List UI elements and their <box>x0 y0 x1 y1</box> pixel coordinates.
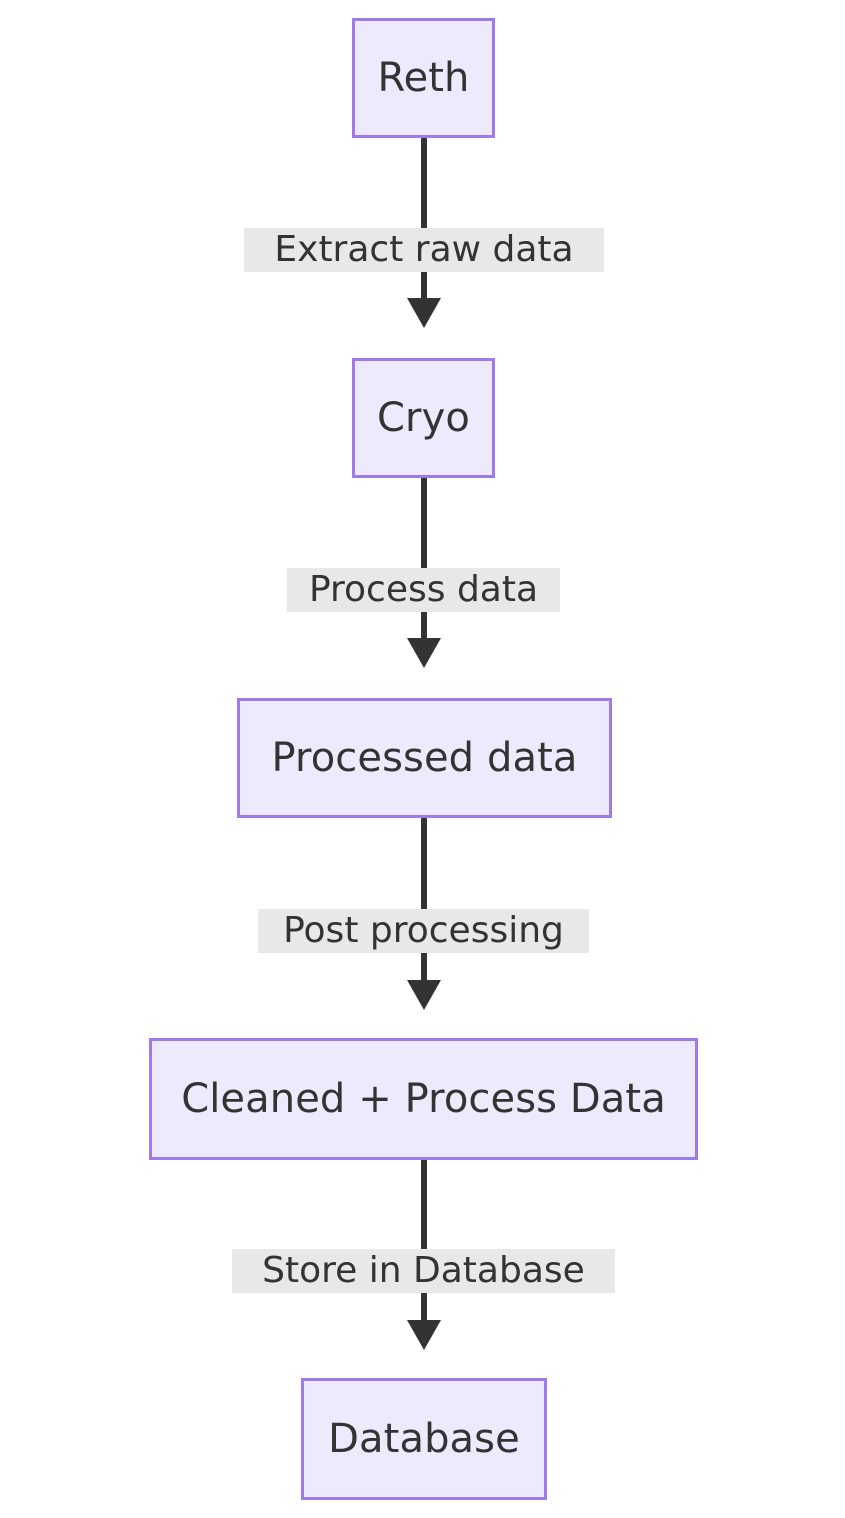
flow-node-label: Reth <box>377 55 470 101</box>
flow-node-label: Cleaned + Process Data <box>181 1076 666 1122</box>
flow-node-label: Processed data <box>271 735 578 781</box>
flow-edge-line-reth-cryo <box>421 138 427 298</box>
flow-edge-line-cleaned-database <box>421 1160 427 1320</box>
flow-edge-line-cryo-processed <box>421 478 427 638</box>
flow-node-processed-data[interactable]: Processed data <box>237 698 612 818</box>
flow-node-database[interactable]: Database <box>301 1378 547 1500</box>
flow-node-label: Database <box>328 1416 520 1462</box>
flow-node-label: Cryo <box>377 395 470 441</box>
flow-edge-label-process-data: Process data <box>287 568 560 612</box>
flow-node-cleaned-process-data[interactable]: Cleaned + Process Data <box>149 1038 698 1160</box>
arrow-head-icon <box>407 1320 441 1350</box>
flow-node-reth[interactable]: Reth <box>352 18 495 138</box>
flow-edge-label-store-in-database: Store in Database <box>232 1249 615 1293</box>
flow-edge-line-processed-cleaned <box>421 818 427 980</box>
arrow-head-icon <box>407 980 441 1010</box>
flow-edge-label-post-processing: Post processing <box>258 909 589 953</box>
flow-node-cryo[interactable]: Cryo <box>352 358 495 478</box>
arrow-head-icon <box>407 298 441 328</box>
arrow-head-icon <box>407 638 441 668</box>
flow-edge-label-extract-raw-data: Extract raw data <box>244 228 604 272</box>
